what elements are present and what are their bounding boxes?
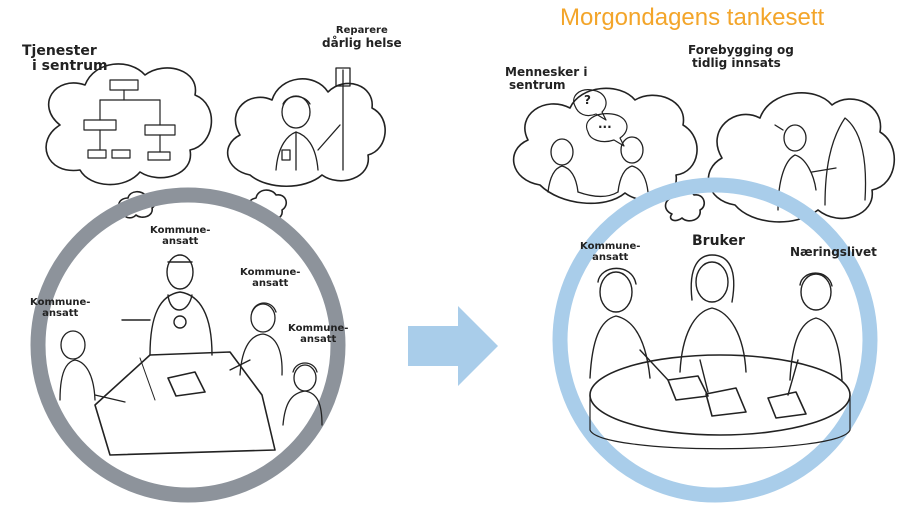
paper-sheet (167, 371, 206, 397)
user-figure (679, 254, 747, 393)
business-figure (787, 272, 843, 396)
paper-sheet (705, 387, 747, 417)
repair-cloud (226, 78, 386, 188)
leader-figure (121, 254, 213, 356)
new-mindset-circle (552, 177, 878, 503)
prevention-cloud (707, 92, 895, 223)
employee-figure (282, 362, 323, 426)
label-business: Næringslivet (790, 245, 877, 259)
transition-arrow (408, 306, 498, 386)
employee-figure (59, 330, 126, 403)
label-employee-left: Kommune- ansatt (30, 297, 91, 319)
meeting-table (94, 351, 276, 456)
doctor-figure (275, 67, 351, 171)
paper-sheet (767, 391, 807, 419)
services-cloud (45, 63, 213, 186)
label-user: Bruker (692, 233, 745, 249)
speech-bubble (586, 113, 628, 147)
employee-figure (229, 302, 283, 376)
speech-question: ? (584, 93, 591, 107)
paper-sheet (667, 375, 709, 401)
old-mindset-circle (30, 187, 346, 503)
page-title: Morgondagens tankesett (560, 4, 825, 31)
label-people-in-center: Mennesker i sentrum (505, 65, 588, 92)
prevention-figure (774, 117, 867, 211)
label-employee-right: Kommune- ansatt (240, 267, 301, 289)
people-talking (547, 136, 649, 198)
label-employee-bottom-right: Kommune- ansatt (288, 323, 349, 345)
label-services-in-center: Tjenester i sentrum (22, 43, 108, 74)
speech-bubble (573, 89, 607, 121)
label-employee-top: Kommune- ansatt (150, 225, 211, 247)
label-employee: Kommune- ansatt (580, 241, 641, 263)
round-table (589, 354, 851, 436)
employee-figure (589, 267, 669, 381)
label-prevention: Forebygging og tidlig innsats (688, 43, 794, 70)
label-repair-bad-health: Reparere dårlig helse (322, 25, 402, 50)
people-cloud (512, 87, 698, 205)
org-chart-icon (83, 79, 176, 161)
speech-dots: ... (598, 117, 612, 131)
